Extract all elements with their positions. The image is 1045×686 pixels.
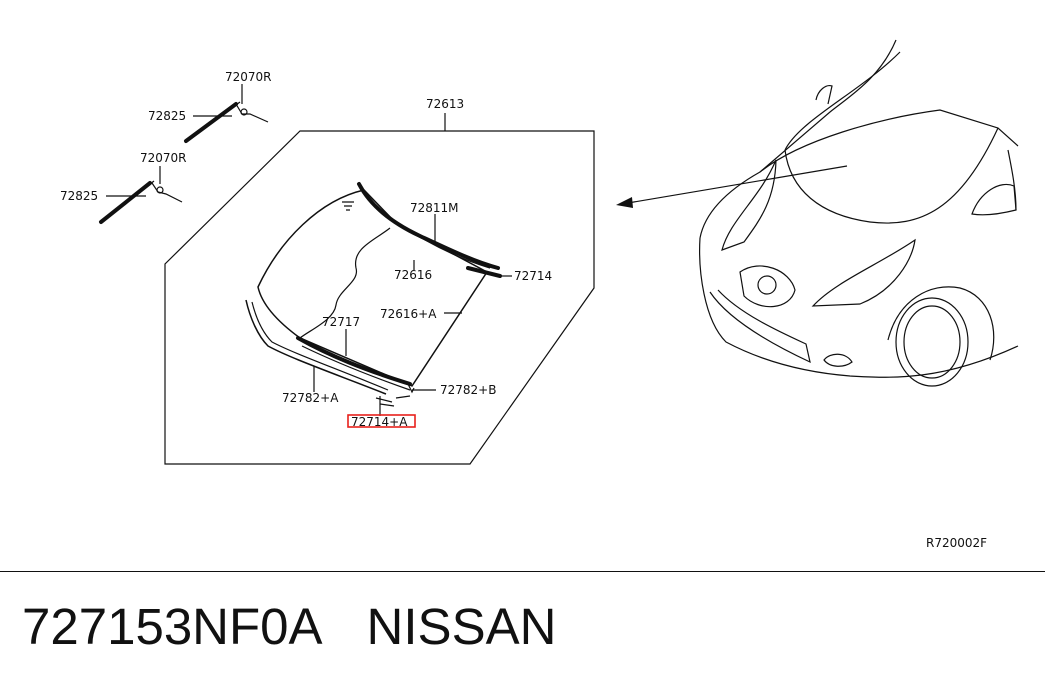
footer-separator bbox=[0, 571, 1045, 572]
callout-72714a-highlighted[interactable]: 72714+A bbox=[351, 415, 408, 429]
callout-72613: 72613 bbox=[426, 97, 464, 111]
parts-diagram: 72070R 72825 72070R 72825 72613 72811M 7… bbox=[60, 39, 1019, 550]
reference-code: R720002F bbox=[926, 536, 987, 550]
callout-72070r-upper: 72070R bbox=[225, 70, 272, 84]
side-molding-b bbox=[395, 383, 415, 399]
upper-molding bbox=[357, 182, 500, 270]
callout-72714: 72714 bbox=[514, 269, 552, 283]
callout-72782b: 72782+B bbox=[440, 383, 496, 397]
side-molding-a bbox=[245, 299, 387, 395]
part-number: 727153NF0A bbox=[22, 598, 323, 655]
callout-72616a: 72616+A bbox=[380, 307, 437, 321]
callout-72616: 72616 bbox=[394, 268, 432, 282]
wiper-assembly-upper bbox=[184, 101, 269, 143]
clip-72714 bbox=[466, 266, 502, 278]
leader-lines bbox=[106, 84, 512, 416]
glass-mark-icon bbox=[342, 201, 354, 211]
lower-molding bbox=[296, 336, 412, 386]
callout-72825-upper: 72825 bbox=[148, 109, 186, 123]
clip-72714a bbox=[375, 397, 395, 407]
callout-72070r-lower: 72070R bbox=[140, 151, 187, 165]
windshield-shade-edge bbox=[299, 227, 391, 339]
footer: 727153NF0A NISSAN bbox=[22, 596, 556, 658]
wiper-assembly-lower bbox=[99, 180, 183, 224]
vehicle-illustration bbox=[699, 39, 1019, 387]
lower-molding-inner bbox=[301, 345, 411, 391]
highlight-box bbox=[347, 414, 416, 428]
callout-72825-lower: 72825 bbox=[60, 189, 98, 203]
brand-name: NISSAN bbox=[366, 598, 557, 655]
side-molding-a-inner bbox=[251, 301, 389, 391]
callout-72782a: 72782+A bbox=[282, 391, 339, 405]
pointer-arrow bbox=[616, 165, 848, 208]
callout-72811m: 72811M bbox=[410, 201, 459, 215]
assembly-frame bbox=[164, 130, 595, 465]
upper-molding-inner bbox=[365, 196, 491, 269]
callout-72717: 72717 bbox=[322, 315, 360, 329]
